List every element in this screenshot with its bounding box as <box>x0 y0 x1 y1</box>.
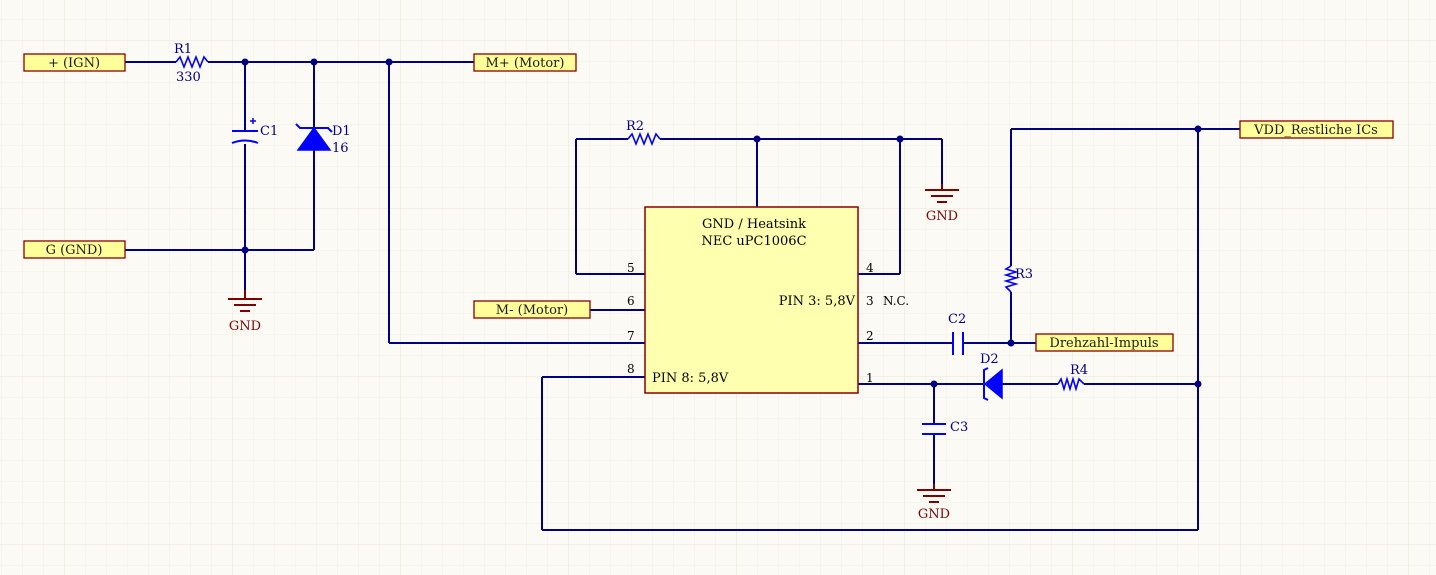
junctions <box>241 58 1202 388</box>
ic-pin-number: 3 <box>866 294 874 308</box>
r1-value: 330 <box>176 70 201 85</box>
ic-pin-number: 4 <box>866 261 874 275</box>
ic-pin-number: 2 <box>866 329 874 343</box>
c3-designator: C3 <box>950 420 968 435</box>
port-gnd[interactable]: G (GND) <box>23 240 126 259</box>
junction-dot <box>753 135 761 143</box>
capacitor-c3[interactable] <box>922 423 946 435</box>
zener-diode-d1[interactable] <box>295 123 333 151</box>
d1-designator: D1 <box>332 124 351 139</box>
ic-pin-number: 8 <box>627 362 635 376</box>
ground-label: GND <box>229 319 261 334</box>
ic-pin3-note: PIN 3: 5,8V <box>779 294 856 309</box>
junction-dot <box>241 58 249 66</box>
port-ign-label: + (IGN) <box>48 56 100 71</box>
junction-dot <box>1194 125 1202 133</box>
resistor-r1[interactable] <box>175 54 209 70</box>
junction-dot <box>1007 339 1015 347</box>
junction-dot <box>385 58 393 66</box>
port-motor-plus-label: M+ (Motor) <box>486 56 565 71</box>
d1-value: 16 <box>332 141 349 156</box>
ic-pin-number: 7 <box>627 329 635 343</box>
ic-uPC1006C[interactable] <box>644 206 859 394</box>
ic-title-line1: GND / Heatsink <box>702 217 806 232</box>
ic-pin-number: 1 <box>866 371 874 385</box>
ground-symbol <box>917 484 951 503</box>
c2-designator: C2 <box>948 312 966 327</box>
port-motor-plus[interactable]: M+ (Motor) <box>473 53 577 72</box>
ic-nc-label: N.C. <box>883 294 909 308</box>
c1-designator: C1 <box>260 124 278 139</box>
ground-label: GND <box>926 209 958 224</box>
port-vdd-label: VDD_Restliche ICs <box>1253 123 1378 138</box>
ic-pin-number: 5 <box>627 261 635 275</box>
port-gnd-label: G (GND) <box>46 243 103 258</box>
resistor-r2[interactable] <box>627 131 661 147</box>
r4-designator: R4 <box>1070 363 1088 378</box>
capacitor-c1[interactable] <box>231 118 259 144</box>
resistor-r3[interactable] <box>1003 265 1019 293</box>
r1-designator: R1 <box>174 42 192 57</box>
r3-designator: R3 <box>1015 267 1033 282</box>
junction-dot <box>930 380 938 388</box>
d2-designator: D2 <box>980 352 999 367</box>
junction-dot <box>310 58 318 66</box>
port-ign[interactable]: + (IGN) <box>23 53 126 72</box>
wires <box>125 61 1240 531</box>
ground-symbol <box>228 290 262 312</box>
r2-designator: R2 <box>626 119 644 134</box>
ground-label: GND <box>918 507 950 522</box>
diode-d2[interactable] <box>983 367 1003 401</box>
ic-title-line2: NEC uPC1006C <box>701 234 806 249</box>
port-motor-minus[interactable]: M- (Motor) <box>473 300 591 319</box>
junction-dot <box>241 246 249 254</box>
ground-symbol <box>925 184 959 203</box>
junction-dot <box>896 135 904 143</box>
capacitor-c2[interactable] <box>952 332 964 355</box>
port-drehzahl[interactable]: Drehzahl-Impuls <box>1035 333 1174 352</box>
port-motor-minus-label: M- (Motor) <box>496 303 568 318</box>
port-drehzahl-label: Drehzahl-Impuls <box>1049 336 1158 351</box>
resistor-r4[interactable] <box>1057 376 1085 392</box>
ic-pin8-note: PIN 8: 5,8V <box>652 371 729 386</box>
port-vdd[interactable]: VDD_Restliche ICs <box>1239 120 1394 139</box>
junction-dot <box>1194 380 1202 388</box>
ic-pin-number: 6 <box>627 294 635 308</box>
